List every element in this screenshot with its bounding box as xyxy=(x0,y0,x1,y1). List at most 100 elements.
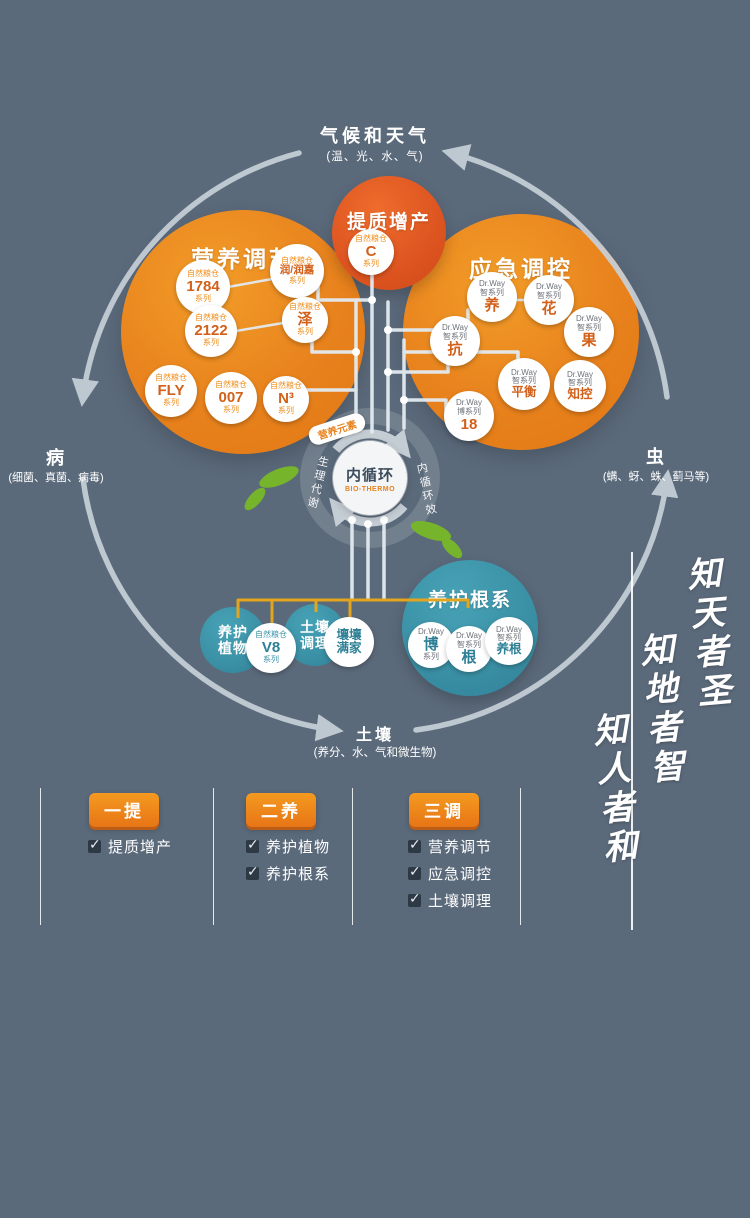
series-label: 系列 xyxy=(363,259,379,269)
product-bubble-ze: 自然粮仓 泽 系列 xyxy=(282,297,328,343)
legend-item-label: 养护植物 xyxy=(266,839,331,856)
product-bubble-c: 自然粮仓 C 系列 xyxy=(348,229,394,275)
cycle-label-insects: 虫 xyxy=(646,447,666,467)
group-circle-quality-yield: 提质增产 xyxy=(332,176,446,290)
legend-item: 应急调控 xyxy=(408,863,492,884)
product-label: 007 xyxy=(218,388,244,406)
legend-item: 提质增产 xyxy=(88,836,172,857)
center-label-metabolism: 生理代谢 xyxy=(304,454,330,512)
series-label: 系列 xyxy=(195,294,211,304)
product-bubble-guo: Dr.Way 智系列 果 xyxy=(564,307,614,357)
checkbox-icon xyxy=(88,836,102,853)
series-label: 系列 xyxy=(263,655,279,665)
legend-item-label: 营养调节 xyxy=(428,839,493,856)
legend-item-label: 土壤调理 xyxy=(428,893,493,910)
brand-label: 自然粮仓 xyxy=(355,234,387,244)
product-bubble-fly: 自然粮仓 FLY 系列 xyxy=(145,365,197,417)
product-bubble-rangrang: 壤壤 满家 xyxy=(324,617,374,667)
checkbox-icon xyxy=(246,836,260,853)
product-label: N³ xyxy=(278,389,294,407)
legend-button-eryang: 二养 xyxy=(246,793,316,827)
product-label: 抗 xyxy=(447,340,463,358)
legend-item: 营养调节 xyxy=(408,836,492,857)
product-label: C xyxy=(365,242,377,260)
series-label: 系列 xyxy=(203,338,219,348)
product-label: 满家 xyxy=(336,641,362,655)
group-title: 提质增产 xyxy=(346,212,431,233)
product-label: V8 xyxy=(261,638,281,656)
series-label: 系列 xyxy=(423,652,439,662)
product-label: 养根 xyxy=(496,641,522,656)
product-bubble-pingheng: Dr.Way 智系列 平衡 xyxy=(498,358,550,410)
product-bubble-kang: Dr.Way 智系列 抗 xyxy=(430,316,480,366)
cycle-label-soil: 土壤 xyxy=(355,727,395,744)
product-label: 花 xyxy=(541,299,557,317)
legend-button-yiti: 一提 xyxy=(89,793,159,827)
series-label: 系列 xyxy=(278,406,294,416)
brand-label: 自然粮仓 xyxy=(289,302,321,312)
product-bubble-hua: Dr.Way 智系列 花 xyxy=(524,275,574,325)
product-label: 平衡 xyxy=(511,384,537,399)
cycle-sublabel-climate: (温、光、水、气) xyxy=(326,151,424,163)
product-label: 知控 xyxy=(567,386,593,401)
legend-divider xyxy=(213,788,214,925)
series-label: 系列 xyxy=(163,398,179,408)
inner-cycle-title: 内循环 xyxy=(345,466,394,484)
product-label: 根 xyxy=(461,648,477,666)
legend-button-santiao: 三调 xyxy=(409,793,479,827)
legend-item-label: 提质增产 xyxy=(108,839,173,856)
product-label: 养 xyxy=(484,296,500,314)
legend-divider xyxy=(520,788,521,925)
legend-item-label: 养护根系 xyxy=(266,866,331,883)
product-label: 果 xyxy=(581,331,597,349)
product-bubble-2122: 自然粮仓 2122 系列 xyxy=(185,305,237,357)
series-label: 系列 xyxy=(297,327,313,337)
product-label: 博 xyxy=(423,635,439,653)
cycle-label-disease: 病 xyxy=(46,448,66,468)
center-label-inner-cycle: 内循环效 xyxy=(414,461,438,519)
product-label: FLY xyxy=(157,381,185,399)
product-label: 壤壤 xyxy=(336,627,362,642)
title-line: 植物 xyxy=(218,640,248,656)
product-label: 18 xyxy=(460,415,478,433)
legend-item: 土壤调理 xyxy=(408,890,492,911)
cycle-label-climate: 气候和天气 xyxy=(320,126,430,146)
product-bubble-007: 自然粮仓 007 系列 xyxy=(205,372,257,424)
product-bubble-yang: Dr.Way 智系列 养 xyxy=(467,272,517,322)
legend-item-label: 应急调控 xyxy=(428,866,493,883)
checkbox-icon xyxy=(246,863,260,880)
calligraphy-column-1: 知天者圣 xyxy=(679,554,733,714)
product-bubble-zhikong: Dr.Way 智系列 知控 xyxy=(554,360,606,412)
checkbox-icon xyxy=(408,836,422,853)
inner-cycle-subtitle: BIO-THERMO xyxy=(344,485,396,493)
group-title: 营养调节 xyxy=(191,246,295,272)
product-label: 2122 xyxy=(194,321,228,339)
cycle-sublabel-soil: (养分、水、气和微生物) xyxy=(313,747,437,759)
product-bubble-18: Dr.Way 博系列 18 xyxy=(444,391,494,441)
cycle-sublabel-insects: (螨、蚜、蛛、蓟马等) xyxy=(602,471,710,483)
legend-divider xyxy=(352,788,353,925)
product-bubble-v8: 自然粮仓 V8 系列 xyxy=(246,623,296,673)
product-bubble-n3: 自然粮仓 N³ 系列 xyxy=(263,376,309,422)
brand-label: Dr.Way xyxy=(456,398,482,408)
title-line: 养护 xyxy=(218,623,248,640)
checkbox-icon xyxy=(408,890,422,907)
product-bubble-yanggen: Dr.Way 智系列 养根 xyxy=(485,617,533,665)
product-bubble-run: 自然粮仓 润/润嘉 系列 xyxy=(270,244,324,298)
legend-item: 养护根系 xyxy=(246,863,330,884)
series-label: 系列 xyxy=(289,275,305,285)
inner-cycle-node: 内循环 BIO-THERMO xyxy=(333,441,407,515)
group-title: 养护根系 xyxy=(427,590,512,611)
legend-item: 养护植物 xyxy=(246,836,330,857)
checkbox-icon xyxy=(408,863,422,880)
product-label: 润/润嘉 xyxy=(279,264,315,277)
product-label: 泽 xyxy=(297,310,313,328)
product-label: 1784 xyxy=(186,277,220,295)
calligraphy-column-2: 知地者智 xyxy=(632,630,686,790)
series-label: 系列 xyxy=(223,405,239,415)
legend-divider xyxy=(40,788,41,925)
series-label: 博系列 xyxy=(457,406,481,416)
calligraphy-rule-line xyxy=(631,552,633,930)
calligraphy-column-3: 知人者和 xyxy=(585,710,639,870)
